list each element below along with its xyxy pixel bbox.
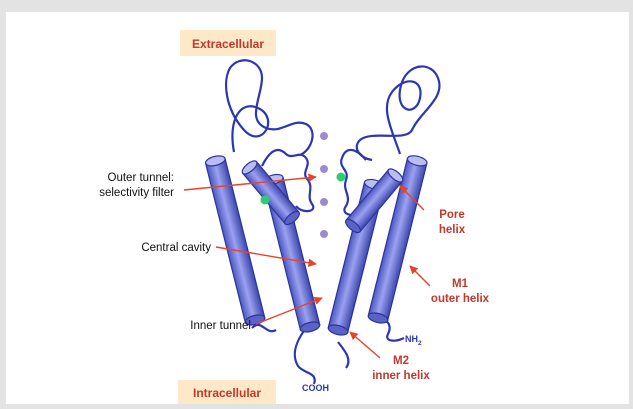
inner-tunnel-label: Inner tunnel <box>190 320 251 332</box>
ion-4 <box>320 230 328 238</box>
m1-label-line1: M1 <box>452 278 469 290</box>
pore-helix-label-line1: Pore <box>439 209 465 221</box>
ion-3 <box>320 198 328 206</box>
green-ion-right <box>337 173 346 182</box>
m2-label-line2: inner helix <box>372 370 430 382</box>
outer-tunnel-label-line2: selectivity filter <box>99 187 174 199</box>
outer-tunnel-label-line1: Outer tunnel: <box>108 172 174 184</box>
diagram-panel <box>6 12 629 404</box>
green-ion-left <box>261 196 270 205</box>
m1-label-line2: outer helix <box>431 293 490 305</box>
intracellular-text: Intracellular <box>193 386 261 400</box>
m2-label-line1: M2 <box>393 355 409 367</box>
intracellular-region-label: Intracellular <box>178 380 276 404</box>
ion-2 <box>320 165 328 173</box>
extracellular-text: Extracellular <box>192 37 264 51</box>
central-cavity-label: Central cavity <box>141 242 211 254</box>
c-terminus-label: COOH <box>302 383 329 393</box>
extracellular-region-label: Extracellular <box>180 30 276 56</box>
ion-1 <box>320 132 328 140</box>
pore-helix-label-line2: helix <box>439 224 466 236</box>
